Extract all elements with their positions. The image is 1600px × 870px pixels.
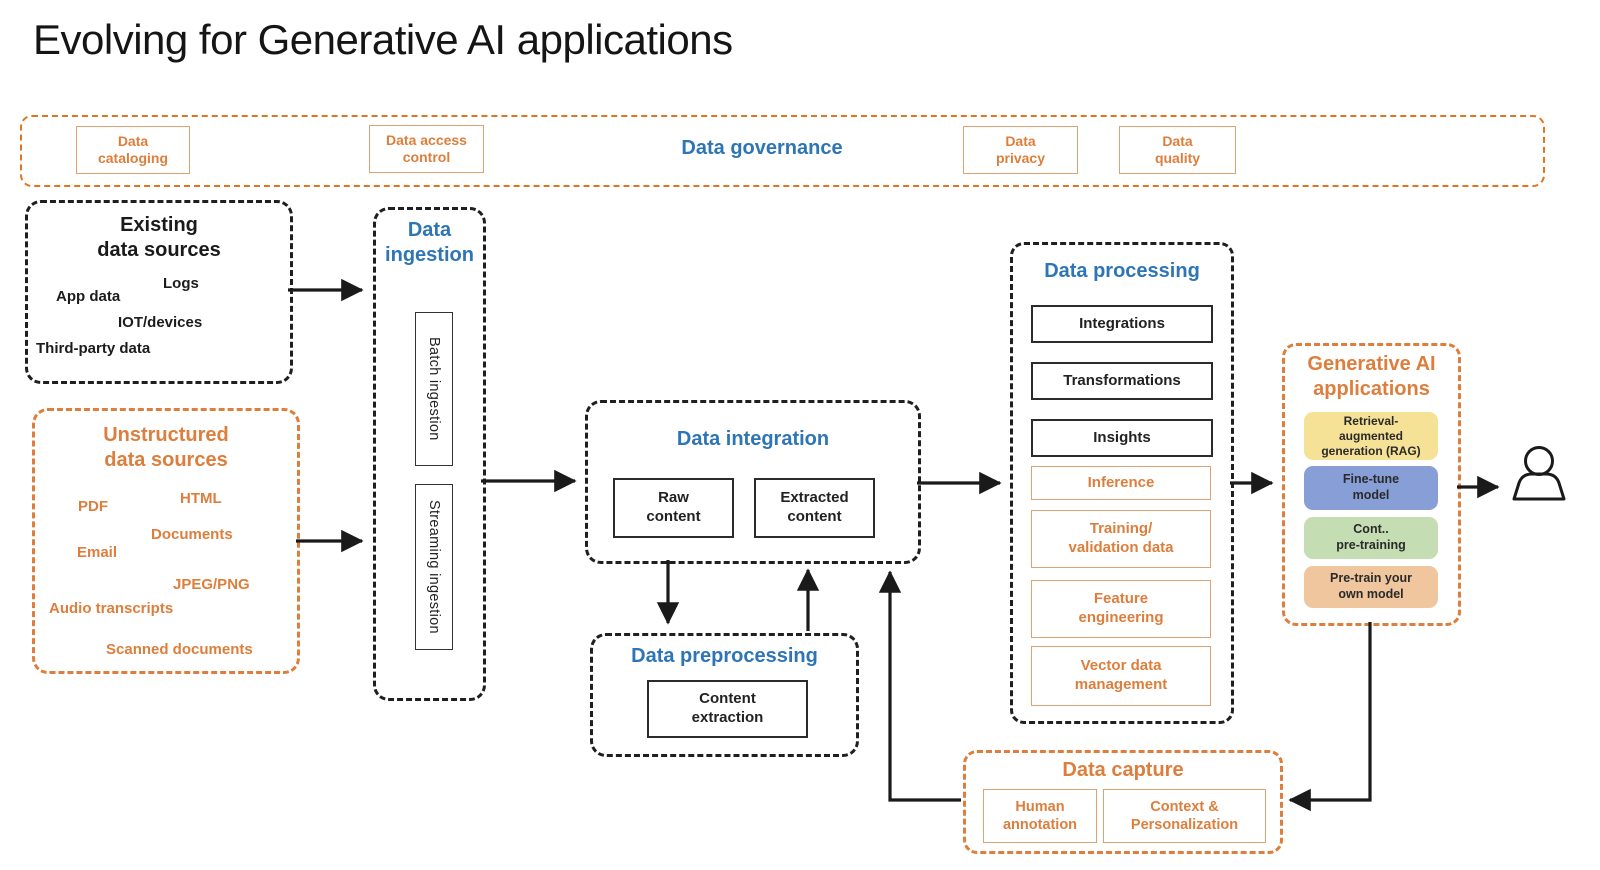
unstructured-item-html: HTML xyxy=(180,490,222,507)
streaming-ingestion-box: Streaming ingestion xyxy=(415,484,453,650)
pre-train-own-model-pill: Pre-train your own model xyxy=(1304,566,1438,608)
data-integration-box: Data integration Raw content Extracted c… xyxy=(585,400,921,564)
processing-item-integrations: Integrations xyxy=(1031,305,1213,343)
existing-item-third-party-data: Third-party data xyxy=(36,340,151,357)
data-preprocessing-title: Data preprocessing xyxy=(631,645,818,667)
batch-ingestion-box: Batch ingestion xyxy=(415,312,453,466)
existing-data-sources-box: Existing data sources Logs App data IOT/… xyxy=(25,200,293,384)
data-ingestion-box: Data ingestion Batch ingestion Streaming… xyxy=(373,207,486,701)
processing-item-inference: Inference xyxy=(1031,466,1211,500)
page-title: Evolving for Generative AI applications xyxy=(33,16,733,63)
unstructured-item-email: Email xyxy=(77,544,118,561)
governance-title: Data governance xyxy=(681,137,843,159)
data-processing-title: Data processing xyxy=(1044,260,1200,282)
governance-box-data-quality: Data quality xyxy=(1119,126,1236,174)
governance-box-data-access-control: Data access control xyxy=(369,125,484,173)
extracted-content-box: Extracted content xyxy=(754,478,875,538)
governance-box-data-cataloging: Data cataloging xyxy=(76,126,190,174)
processing-item-vector-data-management: Vector data management xyxy=(1031,646,1211,706)
data-capture-box: Data capture Human annotation Context & … xyxy=(963,750,1283,854)
existing-item-logs: Logs xyxy=(163,275,199,292)
data-integration-title: Data integration xyxy=(676,428,830,450)
human-annotation-box: Human annotation xyxy=(983,789,1097,843)
unstructured-data-sources-box: Unstructured data sources PDF HTML Docum… xyxy=(32,408,300,674)
arrow-genai-to-capture xyxy=(1288,622,1372,812)
processing-item-insights: Insights xyxy=(1031,419,1213,457)
unstructured-item-jpeg-png: JPEG/PNG xyxy=(173,576,250,593)
raw-content-box: Raw content xyxy=(613,478,734,538)
data-governance-band: Data cataloging Data access control Data… xyxy=(20,115,1545,187)
existing-item-iot-devices: IOT/devices xyxy=(118,314,203,331)
cont-pre-training-pill: Cont.. pre-training xyxy=(1304,517,1438,559)
processing-item-feature-engineering: Feature engineering xyxy=(1031,580,1211,638)
unstructured-item-pdf: PDF xyxy=(78,498,108,515)
content-extraction-box: Content extraction xyxy=(647,680,808,738)
data-capture-title: Data capture xyxy=(1062,759,1184,781)
arrow-capture-to-integration xyxy=(878,570,961,802)
batch-ingestion-label: Batch ingestion xyxy=(426,337,442,441)
existing-item-app-data: App data xyxy=(56,288,121,305)
data-preprocessing-box: Data preprocessing Content extraction xyxy=(590,633,859,757)
unstructured-item-audio-transcripts: Audio transcripts xyxy=(49,600,174,617)
data-ingestion-title: Data ingestion xyxy=(385,219,474,266)
governance-box-data-privacy: Data privacy xyxy=(963,126,1078,174)
processing-item-transformations: Transformations xyxy=(1031,362,1213,400)
fine-tune-model-pill: Fine-tune model xyxy=(1304,466,1438,510)
streaming-ingestion-label: Streaming ingestion xyxy=(426,500,442,634)
user-icon xyxy=(1512,446,1566,501)
processing-item-training-validation-data: Training/ validation data xyxy=(1031,510,1211,568)
unstructured-item-scanned-documents: Scanned documents xyxy=(106,641,253,658)
generative-ai-applications-box: Generative AI applications Retrieval- au… xyxy=(1282,343,1461,626)
existing-data-sources-title: Existing data sources xyxy=(97,214,221,261)
data-processing-box: Data processing Integrations Transformat… xyxy=(1010,242,1234,724)
context-personalization-box: Context & Personalization xyxy=(1103,789,1266,843)
rag-pill: Retrieval- augmented generation (RAG) xyxy=(1304,412,1438,460)
unstructured-item-documents: Documents xyxy=(151,526,233,543)
generative-ai-applications-title: Generative AI applications xyxy=(1307,353,1436,400)
unstructured-data-sources-title: Unstructured data sources xyxy=(103,424,229,471)
